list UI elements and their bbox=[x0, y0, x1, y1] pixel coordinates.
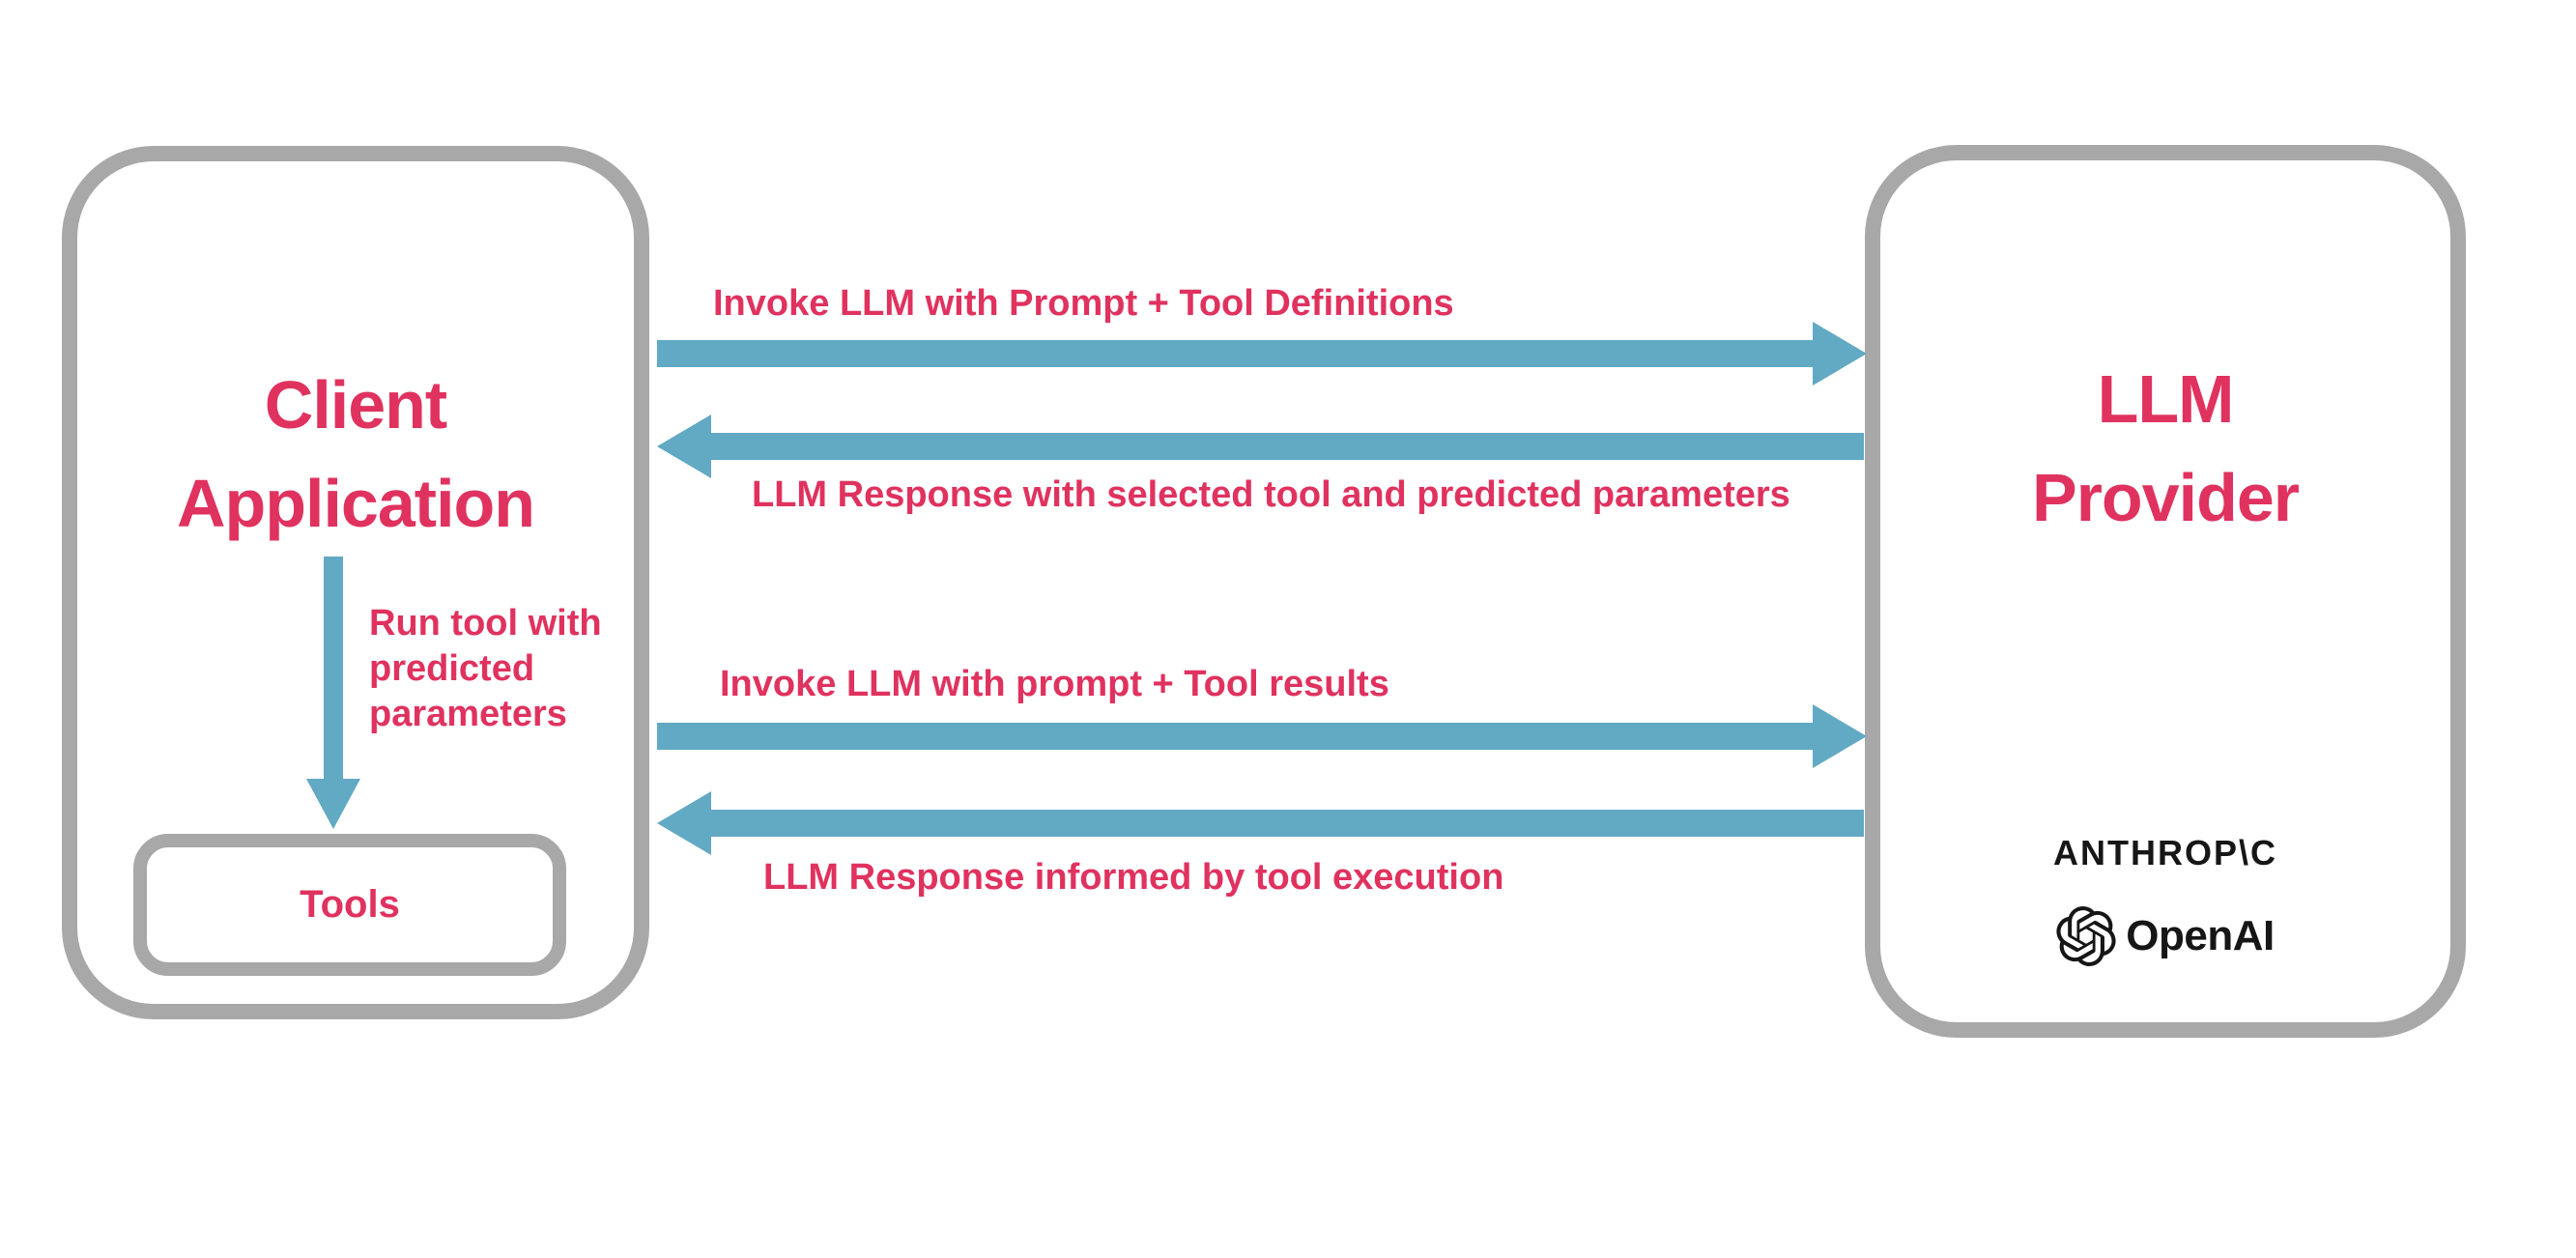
tools-box: Tools bbox=[133, 834, 566, 976]
arrowhead-left-icon bbox=[657, 415, 711, 478]
tools-label: Tools bbox=[300, 883, 400, 926]
flow-label-3: Invoke LLM with prompt + Tool results bbox=[720, 664, 1389, 704]
flow-label-2: LLM Response with selected tool and pred… bbox=[752, 474, 1790, 515]
llm-provider-box bbox=[1865, 145, 2466, 1038]
openai-logo: OpenAI bbox=[1865, 906, 2466, 966]
client-title-line2: Application bbox=[176, 466, 535, 541]
run-tool-arrow-shaft bbox=[324, 557, 343, 779]
llm-provider-title: LLM Provider bbox=[1865, 350, 2466, 547]
openai-wordmark: OpenAI bbox=[2126, 912, 2275, 959]
client-application-title: Client Application bbox=[62, 356, 649, 553]
arrowhead-left-icon bbox=[657, 791, 711, 855]
arrow-down-icon bbox=[306, 779, 360, 829]
anthropic-wordmark: ANTHROP\C bbox=[2053, 833, 2277, 872]
flow-arrow-1-shaft bbox=[657, 340, 1813, 367]
openai-logo-icon bbox=[2056, 906, 2116, 966]
arrowhead-right-icon bbox=[1813, 322, 1867, 386]
flow-arrow-4-shaft bbox=[711, 810, 1864, 837]
llm-title-line1: LLM bbox=[2097, 361, 2235, 437]
client-title-line1: Client bbox=[264, 367, 447, 443]
arrowhead-right-icon bbox=[1813, 704, 1867, 768]
flow-arrow-3-shaft bbox=[657, 723, 1813, 750]
llm-title-line2: Provider bbox=[2032, 460, 2300, 535]
flow-label-1: Invoke LLM with Prompt + Tool Definition… bbox=[713, 283, 1454, 324]
flow-label-4: LLM Response informed by tool execution bbox=[763, 857, 1504, 898]
run-tool-label: Run tool with predicted parameters bbox=[369, 603, 602, 734]
flow-arrow-2-shaft bbox=[711, 433, 1864, 460]
